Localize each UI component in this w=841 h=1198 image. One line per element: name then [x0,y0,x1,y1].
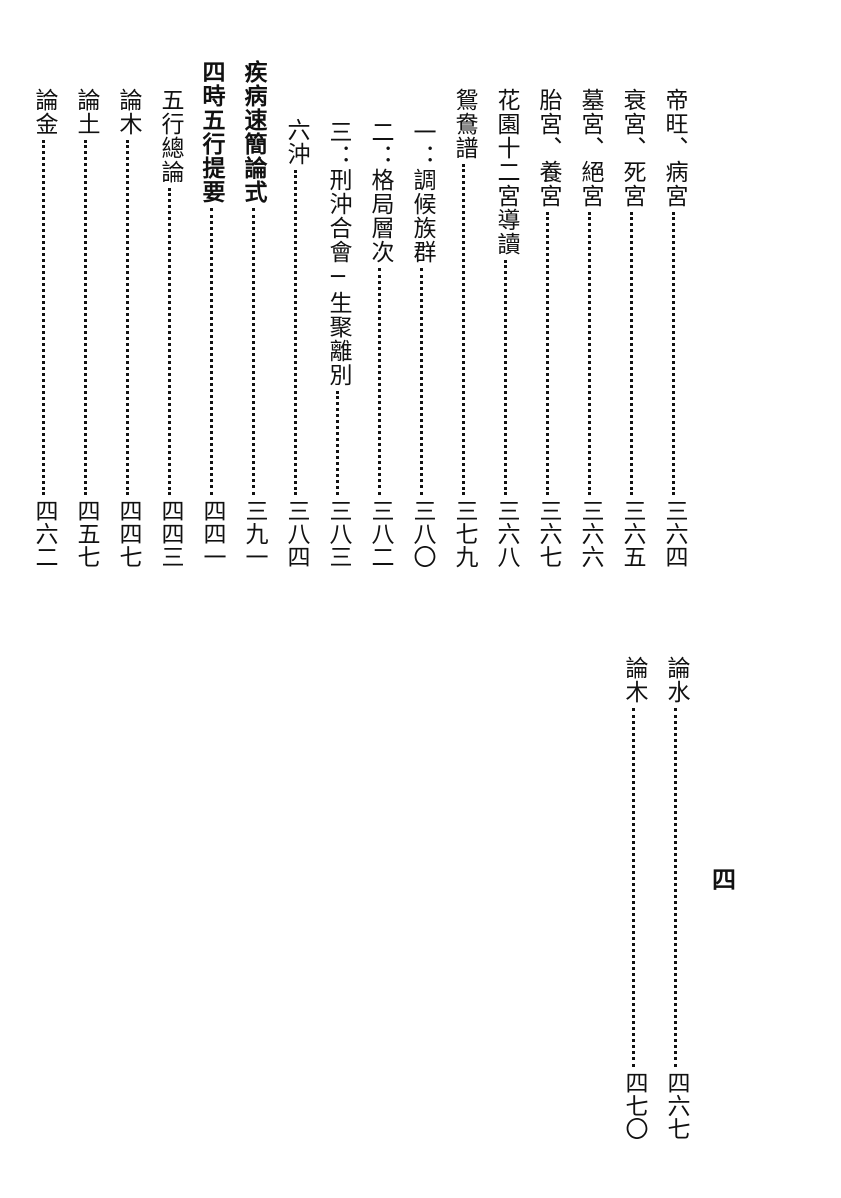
toc-entry[interactable]: 疾病速簡論式 三九一 [240,60,267,568]
toc-entry-title: 論土 [73,88,99,136]
toc-entry-page: 四七〇 [621,1071,647,1140]
dot-leader [210,208,213,495]
toc-entry-page: 三六五 [619,499,645,568]
toc-entry-title: 墓宮、絕宮 [577,88,603,208]
toc-entry-page: 四四三 [157,499,183,568]
toc-entry-page: 三八二 [367,499,393,568]
toc-entry[interactable]: 衰宮、死宮 三六五 [619,88,645,568]
dot-leader [674,708,677,1067]
toc-entry-title: 三：刑沖合會─生聚離別 [325,120,351,387]
dot-leader [42,140,45,495]
dot-leader [336,391,339,495]
dot-leader [168,188,171,495]
toc-entry[interactable]: 六沖 三八四 [283,118,309,568]
toc-entry[interactable]: 花園十二宮導讀 三六八 [493,88,519,568]
toc-entry[interactable]: 論水 四六七 [663,656,689,1140]
dot-leader [546,212,549,495]
toc-entry-page: 三六七 [535,499,561,568]
toc-entry-page: 三七九 [451,499,477,568]
toc-entry-title: 五行總論 [157,88,183,184]
toc-entry-page: 四五七 [73,499,99,568]
toc-entry-page: 四四七 [115,499,141,568]
toc-entry-page: 三六四 [661,499,687,568]
dot-leader [420,268,423,495]
toc-entry-page: 三六八 [493,499,519,568]
toc-entry-page: 四六七 [663,1071,689,1140]
toc-entry[interactable]: 三：刑沖合會─生聚離別 三八三 [325,120,351,568]
dot-leader [84,140,87,495]
toc-entry-title: 花園十二宮導讀 [493,88,519,256]
toc-entry-title: 胎宮、養宮 [535,88,561,208]
toc-entry-title: 論木 [115,88,141,136]
toc-entry-title: 論水 [663,656,689,704]
toc-entry-page: 三八四 [283,499,309,568]
toc-entry-title: 一：調候族群 [409,120,435,264]
dot-leader [630,212,633,495]
toc-entry[interactable]: 五行總論 四四三 [157,88,183,568]
toc-entry-page: 四六二 [31,499,57,568]
toc-entry-title: 鴛鴦譜 [451,88,477,160]
toc-entry[interactable]: 胎宮、養宮 三六七 [535,88,561,568]
dot-leader [378,268,381,495]
dot-leader [294,170,297,495]
dot-leader [504,260,507,495]
toc-entry-title: 二：格局層次 [367,120,393,264]
toc-entry-title: 衰宮、死宮 [619,88,645,208]
dot-leader [672,212,675,495]
toc-entry[interactable]: 一：調候族群 三八〇 [409,120,435,568]
toc-entry[interactable]: 二：格局層次 三八二 [367,120,393,568]
toc-entry[interactable]: 論木 四四七 [115,88,141,568]
toc-entry-title: 帝旺、病宮 [661,88,687,208]
toc-entry-page: 三八〇 [409,499,435,568]
dot-leader [126,140,129,495]
toc-entry-title: 疾病速簡論式 [240,60,267,204]
toc-entry[interactable]: 鴛鴦譜 三七九 [451,88,477,568]
toc-entry-page: 三八三 [325,499,351,568]
toc-entry-page: 四四一 [199,499,225,568]
toc-entry-title: 論金 [31,88,57,136]
toc-entry-page: 三九一 [241,499,267,568]
dot-leader [252,208,255,495]
dot-leader [462,164,465,495]
toc-entry[interactable]: 論土 四五七 [73,88,99,568]
toc-entry-title: 論木 [621,656,647,704]
toc-entry-page: 三六六 [577,499,603,568]
toc-entry-title: 六沖 [283,118,309,166]
toc-entry[interactable]: 四時五行提要 四四一 [198,60,225,568]
toc-entry[interactable]: 論木 四七〇 [621,656,647,1140]
toc-entry[interactable]: 論金 四六二 [31,88,57,568]
toc-entry-title: 四時五行提要 [198,60,225,204]
page-number: 四 [712,865,736,894]
toc-entry[interactable]: 墓宮、絕宮 三六六 [577,88,603,568]
dot-leader [632,708,635,1067]
dot-leader [588,212,591,495]
toc-entry[interactable]: 帝旺、病宮 三六四 [661,88,687,568]
